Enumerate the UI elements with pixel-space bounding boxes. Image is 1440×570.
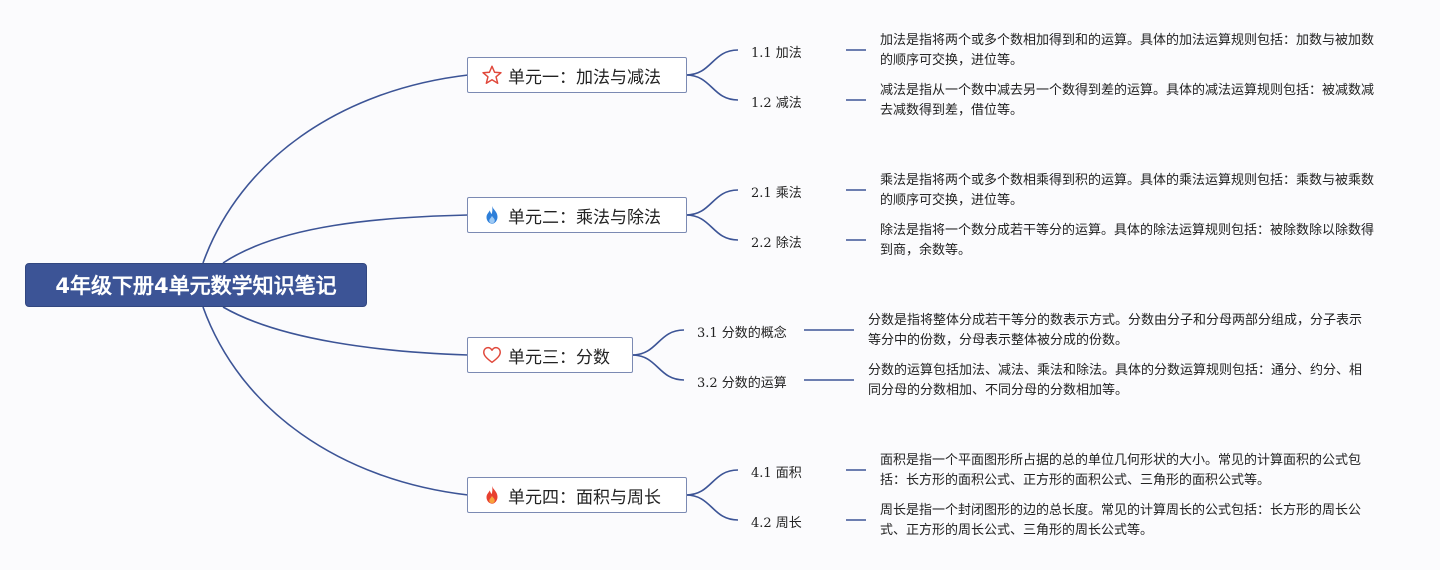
- topic-label: 2.1 乘法: [751, 186, 802, 201]
- connector-unit-2-topic-2: [685, 214, 739, 241]
- topic-2-2-description: 除法是指将一个数分成若干等分的运算。具体的除法运算规则包括：被除数除以除数得到商…: [880, 223, 1375, 258]
- unit-label: 单元三：分数: [508, 347, 610, 368]
- topic-3-2[interactable]: 3.2 分数的运算: [697, 372, 787, 391]
- root-topic[interactable]: 4年级下册4单元数学知识笔记: [25, 263, 367, 307]
- topic-2-1-description: 乘法是指将两个或多个数相乘得到积的运算。具体的乘法运算规则包括：乘数与被乘数的顺…: [880, 173, 1375, 208]
- heart-icon: [480, 343, 504, 367]
- connector-unit-1-topic-2: [685, 74, 739, 101]
- unit-label: 单元二：乘法与除法: [508, 207, 661, 228]
- fire-icon: [480, 483, 504, 507]
- topic-1-1[interactable]: 1.1 加法: [751, 42, 802, 61]
- topic-2-1[interactable]: 2.1 乘法: [751, 182, 802, 201]
- connector-unit-2-topic-1: [685, 189, 739, 216]
- connector-root-unit-3: [222, 306, 469, 356]
- topic-4-1[interactable]: 4.1 面积: [751, 462, 802, 481]
- unit-label: 单元一：加法与减法: [508, 67, 661, 88]
- topic-label: 4.1 面积: [751, 466, 802, 481]
- connector-unit-3-topic-1: [631, 329, 685, 356]
- topic-label: 4.2 周长: [751, 516, 802, 531]
- topic-4-2-description: 周长是指一个封闭图形的边的总长度。常见的计算周长的公式包括：长方形的周长公式、正…: [880, 503, 1362, 538]
- connector-root-unit-4: [202, 306, 469, 496]
- flame-icon: [480, 203, 504, 227]
- connector-unit-4-topic-1: [685, 469, 739, 496]
- topic-2-2[interactable]: 2.2 除法: [751, 232, 802, 251]
- topic-3-1[interactable]: 3.1 分数的概念: [697, 322, 787, 341]
- topic-3-1-description: 分数是指将整体分成若干等分的数表示方式。分数由分子和分母两部分组成，分子表示等分…: [868, 313, 1363, 348]
- connector-unit-1-topic-1: [685, 49, 739, 76]
- unit-node-4[interactable]: 单元四：面积与周长: [467, 477, 687, 513]
- topic-1-1-description: 加法是指将两个或多个数相加得到和的运算。具体的加法运算规则包括：加数与被加数的顺…: [880, 33, 1375, 68]
- unit-node-2[interactable]: 单元二：乘法与除法: [467, 197, 687, 233]
- topic-label: 1.2 减法: [751, 96, 802, 111]
- connector-unit-3-topic-2: [631, 354, 685, 381]
- topic-1-2[interactable]: 1.2 减法: [751, 92, 802, 111]
- star-icon: [480, 63, 504, 87]
- connector-root-unit-1: [202, 74, 469, 264]
- connector-unit-4-topic-2: [685, 494, 739, 521]
- topic-4-1-description: 面积是指一个平面图形所占据的总的单位几何形状的大小。常见的计算面积的公式包括：长…: [880, 453, 1362, 488]
- topic-1-2-description: 减法是指从一个数中减去另一个数得到差的运算。具体的减法运算规则包括：被减数减去减…: [880, 83, 1375, 118]
- topic-label: 3.2 分数的运算: [697, 376, 787, 391]
- topic-3-2-description: 分数的运算包括加法、减法、乘法和除法。具体的分数运算规则包括：通分、约分、相同分…: [868, 363, 1363, 398]
- unit-node-3[interactable]: 单元三：分数: [467, 337, 633, 373]
- topic-label: 3.1 分数的概念: [697, 326, 787, 341]
- root-title: 4年级下册4单元数学知识笔记: [55, 274, 337, 298]
- topic-label: 1.1 加法: [751, 46, 802, 61]
- topic-4-2[interactable]: 4.2 周长: [751, 512, 802, 531]
- connector-root-unit-2: [222, 214, 469, 264]
- unit-node-1[interactable]: 单元一：加法与减法: [467, 57, 687, 93]
- topic-label: 2.2 除法: [751, 236, 802, 251]
- unit-label: 单元四：面积与周长: [508, 487, 661, 508]
